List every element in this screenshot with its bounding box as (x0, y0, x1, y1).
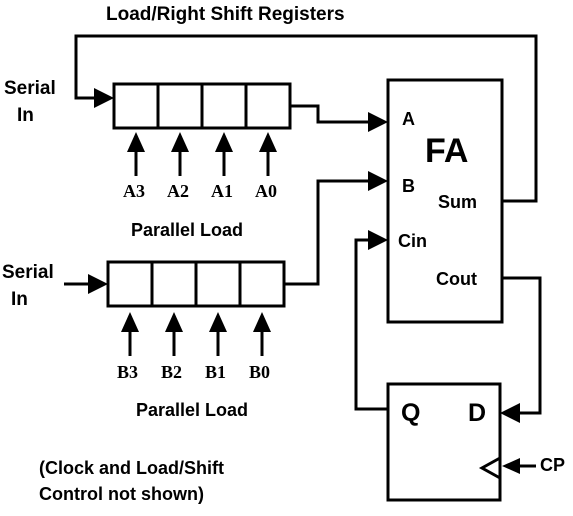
serial-in-b-arrow (88, 274, 108, 294)
sum-feedback-wire (74, 34, 538, 203)
cin-input-arrow (368, 230, 388, 250)
serial-in-b-label-2: In (11, 289, 28, 310)
bit-label-b2: B2 (161, 362, 182, 382)
bit-label-a3: A3 (123, 181, 145, 201)
parallel-load-b-label: Parallel Load (136, 400, 248, 420)
fa-input-cin-label: Cin (398, 231, 427, 251)
serial-in-a-label-2: In (17, 105, 34, 126)
fa-input-b-label: B (402, 176, 415, 196)
register-b-output-wire (284, 179, 370, 286)
register-a-output-wire (290, 104, 370, 124)
serial-in-a-arrow (94, 88, 114, 108)
bit-label-b0: B0 (249, 362, 270, 382)
flip-flop-q-label: Q (401, 399, 420, 427)
clock-cp-label: CP (540, 455, 565, 475)
parallel-load-a-label: Parallel Load (131, 220, 243, 240)
q-to-cin-wire (354, 238, 388, 411)
full-adder-title: FA (425, 132, 468, 170)
fa-output-cout-label: Cout (436, 269, 477, 289)
fa-b-input-arrow (368, 171, 388, 191)
d-flip-flop-block (386, 382, 502, 502)
bit-label-a1: A1 (211, 181, 233, 201)
diagram-title: Load/Right Shift Registers (106, 4, 345, 25)
fa-output-sum-label: Sum (438, 192, 477, 212)
register-b (106, 260, 286, 308)
fa-a-input-arrow (368, 112, 388, 132)
bit-label-a0: A0 (255, 181, 277, 201)
flip-flop-d-label: D (468, 399, 486, 427)
fa-input-a-label: A (402, 109, 415, 129)
serial-in-b-label-1: Serial (2, 262, 54, 283)
serial-in-a-label-1: Serial (4, 78, 56, 99)
clock-triangle-icon (478, 456, 501, 480)
parallel-load-a-arrows (127, 132, 277, 176)
note-line-2: Control not shown) (39, 484, 204, 504)
bit-label-b1: B1 (205, 362, 226, 382)
bit-label-a2: A2 (167, 181, 189, 201)
bit-label-b3: B3 (117, 362, 138, 382)
clock-input-arrow (502, 458, 520, 474)
register-a (112, 82, 292, 130)
parallel-load-b-arrows (121, 312, 271, 356)
cout-to-d-wire (502, 276, 542, 415)
note-line-1: (Clock and Load/Shift (39, 458, 224, 478)
d-input-arrow (500, 403, 520, 423)
full-adder-block (386, 78, 504, 324)
